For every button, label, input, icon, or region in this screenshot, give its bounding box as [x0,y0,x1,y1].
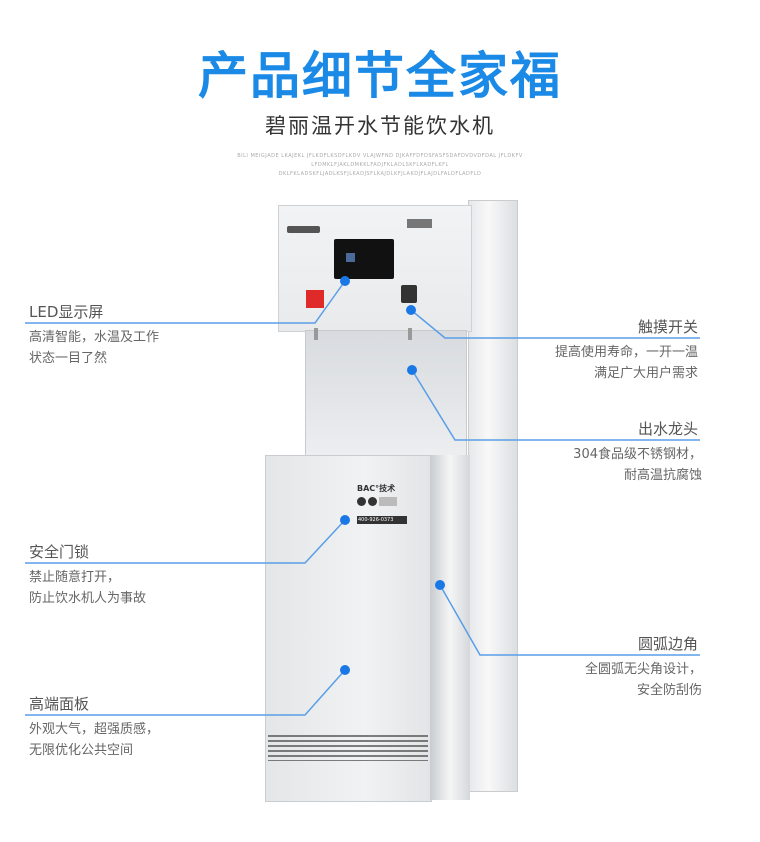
desc-line: 耐高温抗腐蚀 [623,468,702,483]
model-plate [407,219,432,228]
desc-line: 外观大气，超强质感， [29,722,160,737]
dot-lock [340,515,350,525]
callout-desc-touch: 提高使用寿命，一开一温 满足广大用户需求 [555,342,698,384]
desc-line: 防止饮水机人为事故 [29,591,147,606]
desc-line: 304食品级不锈钢材， [573,447,702,462]
desc-line: 禁止随意打开， [29,570,121,585]
fine-line: BILI MEIGJADE LKAJEKL JFLKDFLKSDFLKDV VL… [237,153,523,159]
led-display [334,239,394,279]
callout-title-lock: 安全门锁 [29,543,90,561]
faucet-left [314,328,318,340]
callout-title-faucet: 出水龙头 [637,420,698,438]
dot-faucet [407,365,417,375]
connector-touch [410,309,700,339]
connector-lock [25,519,346,564]
desc-line: 无限优化公共空间 [29,743,134,758]
desc-line: 满足广大用户需求 [593,366,698,381]
callout-desc-lock: 禁止随意打开， 防止饮水机人为事故 [29,567,146,609]
connector-led [25,280,346,324]
dot-arc [435,580,445,590]
desc-line: 状态一目了然 [29,351,108,366]
page-subtitle: 碧丽温开水节能饮水机 [265,114,495,138]
touch-switch[interactable] [401,285,417,303]
desc-line: 提高使用寿命，一开一温 [554,345,698,360]
phone-number: 400-926-0373 [357,516,407,524]
hot-water-button[interactable] [306,290,324,308]
callout-title-arc: 圆弧边角 [637,635,698,653]
dispensing-recess [305,330,467,457]
callout-title-panel: 高端面板 [29,695,90,713]
desc-line: 安全防刮伤 [636,683,702,698]
fine-line: LFDMKLFJAKLDMKKLFADJFKLADLSKFLKADFLKFL [311,162,449,168]
page-title: 产品细节全家福 [198,47,562,105]
callout-title-touch: 触摸开关 [637,318,698,336]
cabinet-corner [430,455,470,800]
connector-panel [25,669,346,716]
callout-desc-faucet: 304食品级不锈钢材， 耐高温抗腐蚀 [573,444,702,486]
desc-line: 高清智能，水温及工作 [29,330,160,345]
callout-desc-arc: 全圆弧无尖角设计， 安全防刮伤 [585,659,702,701]
callout-title-led: LED显示屏 [29,303,104,321]
dot-panel [340,665,350,675]
dot-touch [406,305,416,315]
connector-faucet [411,369,700,441]
wave-stripes [268,735,428,761]
callout-desc-led: 高清智能，水温及工作 状态一目了然 [29,327,159,369]
callout-desc-panel: 外观大气，超强质感， 无限优化公共空间 [29,719,159,761]
dot-led [340,276,350,286]
desc-line: 全圆弧无尖角设计， [584,662,702,677]
connector-arc [439,584,700,656]
bac-label: BAC°技术 400-926-0373 [357,483,407,538]
bac-badge: BAC°技术 [357,484,396,493]
brand-logo [287,226,320,233]
fine-print: BILI MEIGJADE LKAJEKL JFLKDFLKSDFLKDV VL… [190,152,570,179]
fine-line: DKLFKLADSKFLJADLKSFJLKADJSFLKAJDLKFJLAKD… [278,171,482,177]
faucet-right [408,328,412,340]
